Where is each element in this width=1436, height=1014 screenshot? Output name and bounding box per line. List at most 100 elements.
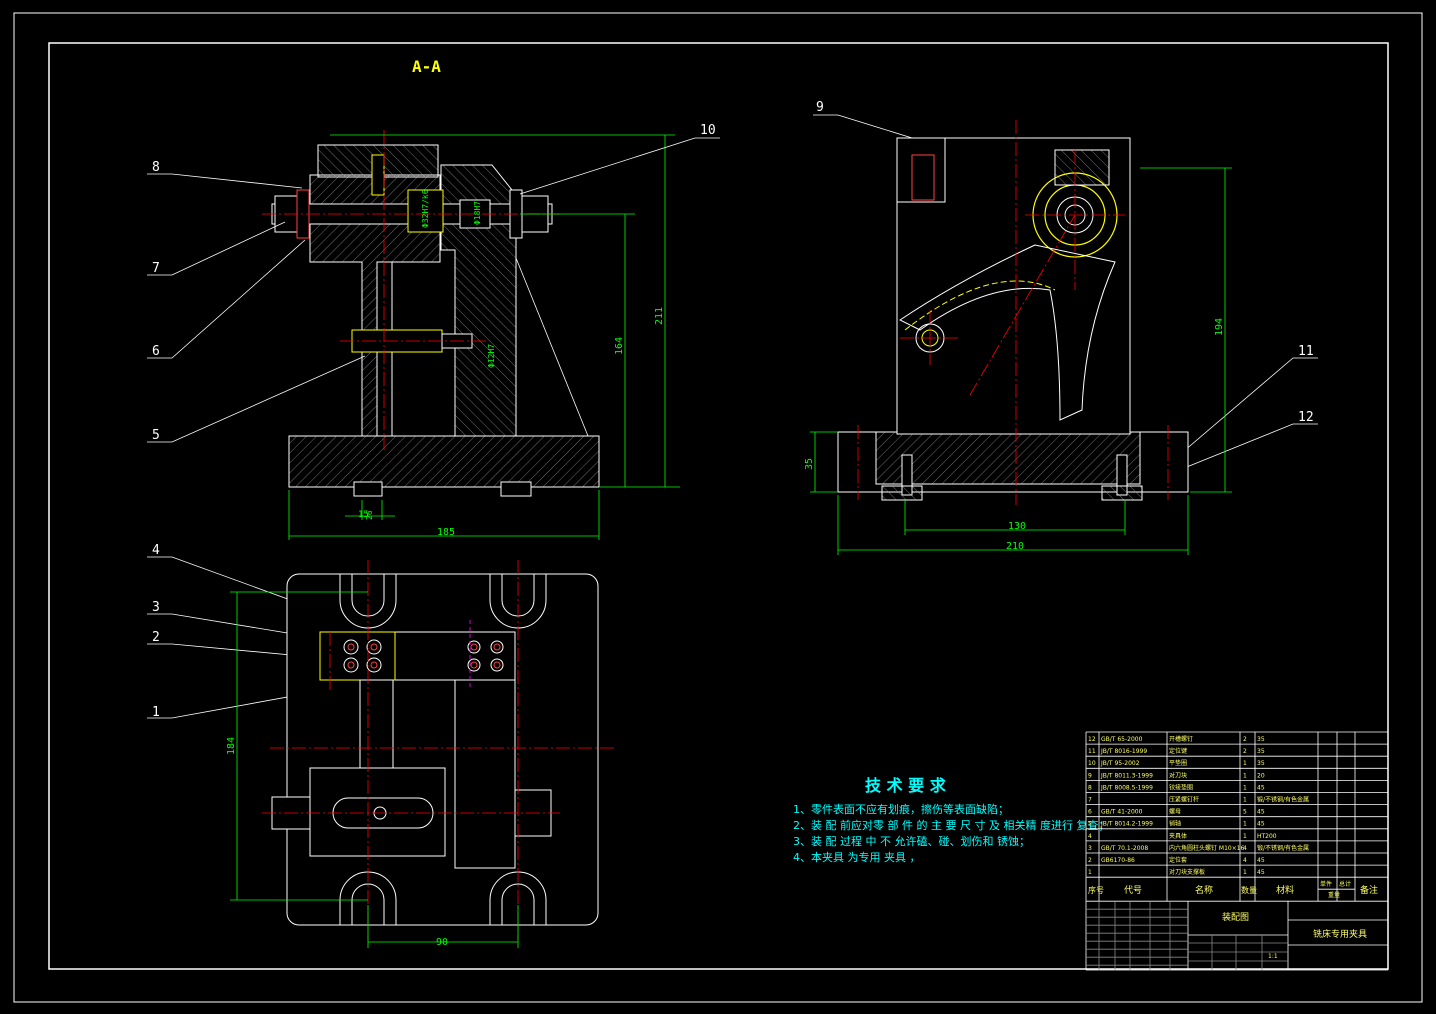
bom-cell-name: 销轴 [1169, 820, 1181, 828]
side-view: 194 35 130 210 [804, 120, 1232, 555]
bom-cell-name: 夹具体 [1169, 832, 1187, 840]
section-title: A-A [412, 57, 441, 76]
bom-cell-qty: 5 [1243, 809, 1247, 816]
bom-cell-material: 35 [1257, 748, 1265, 755]
tech-item-2: 2、装 配 前应对零 部 件 的 主 要 尺 寸 及 相关精 度进行 复查； [793, 818, 1109, 832]
bom-cell-name: 平垫圈 [1169, 759, 1187, 767]
bom-header-unit: 单件 [1320, 880, 1332, 888]
drawing-scale: 1:1 [1268, 953, 1278, 960]
tech-item-4: 4、本夹具 为专用 夹具 ， [793, 850, 921, 864]
balloon-5: 5 [152, 428, 160, 443]
bom-cell-code: JB/T 8011.3-1999 [1100, 772, 1153, 779]
bom-cell-name: 螺母 [1169, 808, 1181, 816]
bom-cell-no: 12 [1088, 736, 1096, 743]
bom-cell-material: 45 [1257, 857, 1265, 864]
bom-cell-name: 对刀块 [1169, 771, 1187, 779]
balloon-9: 9 [816, 100, 824, 115]
bom-cell-material: 45 [1257, 809, 1265, 816]
bom-cell-name: 对刀块支撑板 [1169, 868, 1205, 876]
bom-cell-material: 锻/不锈钢/有色金属 [1257, 844, 1309, 852]
bom-header-no: 序号 [1088, 885, 1104, 895]
bom-cell-no: 6 [1088, 809, 1092, 816]
bom-header-weight: 重量 [1328, 891, 1340, 899]
bom-cell-qty: 4 [1243, 845, 1247, 852]
bom-cell-qty: 4 [1243, 857, 1247, 864]
balloon-10: 10 [700, 123, 716, 138]
bom-header-qty: 数量 [1241, 885, 1257, 895]
bom-cell-qty: 2 [1243, 736, 1247, 743]
bom-cell-name: 铰接垫圈 [1169, 783, 1193, 791]
tech-item-3: 3、装 配 过程 中 不 允许磕、碰、划伤和 锈蚀； [793, 834, 1030, 848]
tech-item-1: 1、零件表面不应有划痕，擦伤等表面缺陷； [793, 802, 1009, 816]
bom-cell-no: 11 [1088, 748, 1096, 755]
bom-cell-code: JB/T 8014.2-1999 [1100, 821, 1153, 828]
outer-frame [13, 12, 1423, 1003]
bom-cell-code: JB/T 95-2002 [1100, 760, 1140, 767]
plan-view: 184 90 [226, 560, 615, 948]
bom-cell-qty: 2 [1243, 748, 1247, 755]
bom-header-remark: 备注 [1360, 884, 1378, 896]
dim-front-211: 211 [654, 307, 665, 325]
bom-cell-code: GB6170-86 [1101, 857, 1135, 864]
bom-header-code: 代号 [1124, 885, 1142, 896]
bom-cell-name: 定位套 [1169, 856, 1187, 864]
bom-cell-qty: 1 [1243, 833, 1247, 840]
dim-front-width: 185 [437, 527, 455, 538]
bom-cell-code: GB/T 41-2000 [1101, 809, 1143, 816]
dim-side-210: 210 [1006, 541, 1024, 552]
bom-cell-material: HT200 [1257, 833, 1277, 840]
bom-cell-no: 10 [1088, 760, 1096, 767]
bom-cell-material: 45 [1257, 821, 1265, 828]
bom-cell-qty: 1 [1243, 869, 1247, 876]
inner-frame [48, 42, 1389, 970]
bom-cell-qty: 1 [1243, 797, 1247, 804]
balloon-7: 7 [152, 261, 160, 276]
balloon-2: 2 [152, 630, 160, 645]
bom-cell-material: 35 [1257, 760, 1265, 767]
balloon-3: 3 [152, 600, 160, 615]
balloon-12: 12 [1298, 410, 1314, 425]
bom-cell-name: 压紧螺钉杆 [1169, 796, 1199, 804]
dim-front-164: 164 [614, 337, 625, 355]
bom-cell-name: 定位键 [1169, 747, 1187, 755]
bom-cell-material: 45 [1257, 784, 1265, 791]
bom-header-total: 总计 [1339, 880, 1351, 888]
tech-requirements: 技 术 要 求 1、零件表面不应有划痕，擦伤等表面缺陷； 2、装 配 前应对零 … [793, 776, 1109, 864]
bom-cell-no: 8 [1088, 784, 1092, 791]
bom-cell-code: JB/T 8016-1999 [1100, 748, 1147, 755]
drawing-name: 装配图 [1222, 911, 1249, 923]
drawing-title: 铣床专用夹具 [1313, 928, 1367, 940]
bom-cell-qty: 1 [1243, 784, 1247, 791]
dim-fit1: Φ32H7/k6 [421, 189, 430, 228]
bom-cell-no: 1 [1088, 869, 1092, 876]
bom-cell-qty: 1 [1243, 772, 1247, 779]
bom-cell-no: 9 [1088, 772, 1092, 779]
dim-front-26: 26 [365, 510, 374, 520]
dim-plan-184: 184 [226, 737, 237, 755]
dim-fit3: Φ12H7 [487, 344, 496, 368]
dim-side-194: 194 [1214, 318, 1225, 336]
bom-cell-qty: 1 [1243, 821, 1247, 828]
bom-cell-material: 20 [1257, 772, 1265, 779]
dim-side-130: 130 [1008, 521, 1026, 532]
bom-cell-material: 35 [1257, 736, 1265, 743]
bom-cell-material: 45 [1257, 869, 1265, 876]
bom-cell-material: 锻/不锈钢/有色金属 [1257, 796, 1309, 804]
bom-cell-no: 7 [1088, 797, 1092, 804]
balloon-4: 4 [152, 543, 160, 558]
bom-cell-no: 2 [1088, 857, 1092, 864]
front-section-view: A-A [262, 57, 680, 540]
dim-side-35: 35 [804, 458, 815, 470]
bom-cell-name: 开槽螺钉 [1169, 735, 1193, 743]
bom-cell-name: 内六角圆柱头螺钉 M10×16 [1169, 844, 1245, 852]
balloon-11: 11 [1298, 344, 1314, 359]
bom-cell-no: 3 [1088, 845, 1092, 852]
dim-front-15: 15 [358, 510, 369, 520]
dim-fit2: Φ18H7 [473, 201, 482, 225]
bom-header-material: 材料 [1276, 884, 1294, 896]
balloon-1: 1 [152, 705, 160, 720]
bom-cell-code: GB/T 65-2000 [1101, 736, 1143, 743]
balloon-8: 8 [152, 160, 160, 175]
